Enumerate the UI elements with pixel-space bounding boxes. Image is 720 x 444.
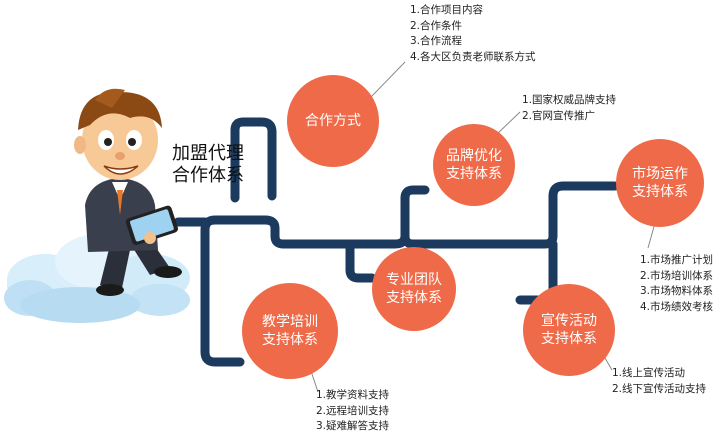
callout-item: 3.市场物料体系 (640, 285, 714, 297)
node-team-label-2: 支持体系 (386, 290, 442, 306)
node-circle-brand (433, 124, 515, 206)
callout-item: 1.市场推广计划 (640, 254, 714, 266)
callout-item: 3.合作流程 (410, 35, 463, 47)
callout-item: 2.市场培训体系 (640, 269, 714, 282)
callout-item: 1.合作项目内容 (410, 4, 484, 16)
title-line-2: 合作体系 (172, 165, 244, 186)
callout-item: 2.线下宣传活动支持 (612, 382, 707, 395)
cloud-illustration (4, 234, 190, 323)
node-training-label-1: 教学培训 (262, 314, 318, 330)
callout-training: 1.教学资料支持 2.远程培训支持 3.疑难解答支持 (316, 388, 389, 435)
node-team[interactable]: 专业团队 支持体系 (386, 271, 442, 307)
diagram-title: 加盟代理 合作体系 (172, 143, 244, 187)
callout-cooperation: 1.合作项目内容 2.合作条件 3.合作流程 4.各大区负责老师联系方式 (410, 3, 536, 65)
node-training[interactable]: 教学培训 支持体系 (262, 313, 318, 349)
title-line-1: 加盟代理 (172, 143, 244, 164)
callout-item: 2.远程培训支持 (316, 404, 390, 417)
callout-market: 1.市场推广计划 2.市场培训体系 3.市场物料体系 4.市场绩效考核 (640, 253, 713, 315)
node-market[interactable]: 市场运作 支持体系 (632, 165, 688, 201)
node-circle-market (616, 139, 704, 227)
node-market-label-1: 市场运作 (632, 166, 688, 182)
node-training-label-2: 支持体系 (262, 332, 318, 348)
node-promo[interactable]: 宣传活动 支持体系 (541, 312, 597, 348)
node-brand[interactable]: 品牌优化 支持体系 (446, 147, 502, 183)
businessman-illustration (74, 88, 182, 296)
callout-promo: 1.线上宣传活动 2.线下宣传活动支持 (612, 366, 706, 397)
callout-item: 1.线上宣传活动 (612, 367, 686, 379)
node-circle-training (242, 283, 338, 379)
callout-item: 3.疑难解答支持 (316, 420, 390, 432)
callout-item: 4.各大区负责老师联系方式 (410, 50, 536, 63)
node-circle-cooperation (287, 75, 379, 167)
callout-item: 1.教学资料支持 (316, 389, 390, 401)
callout-item: 2.官网宣传推广 (522, 109, 596, 122)
node-circle-team (372, 247, 456, 331)
node-cooperation-label: 合作方式 (305, 113, 361, 129)
callout-item: 2.合作条件 (410, 19, 463, 32)
node-team-label-1: 专业团队 (386, 272, 442, 288)
node-market-label-2: 支持体系 (632, 184, 688, 200)
callout-item: 1.国家权威品牌支持 (522, 94, 617, 106)
callout-brand: 1.国家权威品牌支持 2.官网宣传推广 (522, 93, 616, 124)
node-cooperation[interactable]: 合作方式 (305, 112, 361, 130)
node-promo-label-1: 宣传活动 (541, 313, 597, 329)
node-brand-label-2: 支持体系 (446, 166, 502, 182)
node-promo-label-2: 支持体系 (541, 331, 597, 347)
callout-item: 4.市场绩效考核 (640, 300, 714, 313)
node-circle-promo (523, 284, 615, 376)
node-brand-label-1: 品牌优化 (446, 148, 502, 164)
